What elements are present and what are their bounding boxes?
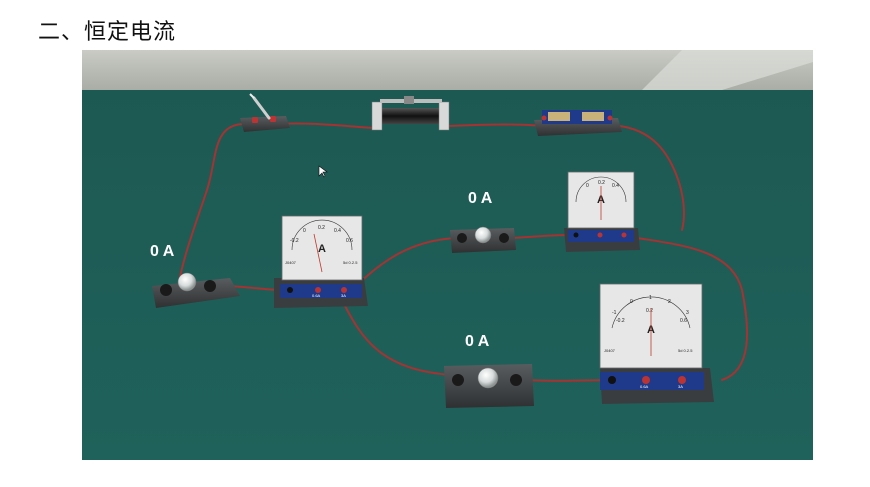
wire-switch-left bbox=[177, 123, 243, 289]
svg-text:2: 2 bbox=[668, 299, 671, 305]
svg-text:-1: -1 bbox=[612, 310, 617, 316]
svg-text:3: 3 bbox=[686, 310, 689, 316]
bulb-top bbox=[474, 226, 492, 244]
svg-text:0.6A: 0.6A bbox=[312, 293, 321, 298]
svg-text:3A: 3A bbox=[678, 384, 683, 389]
bulb-top-board[interactable] bbox=[450, 226, 516, 253]
svg-text:3A: 3A bbox=[341, 293, 346, 298]
bulb-bottom-current: 0 A bbox=[465, 333, 490, 350]
wall-highlight bbox=[642, 50, 813, 90]
rheostat[interactable] bbox=[371, 96, 450, 131]
knife-switch[interactable] bbox=[240, 93, 290, 132]
page-title: 二、恒定电流 bbox=[38, 20, 177, 45]
svg-text:0.4: 0.4 bbox=[334, 228, 341, 234]
bulb-bottom-board[interactable] bbox=[444, 364, 534, 408]
svg-text:1: 1 bbox=[649, 295, 652, 301]
circuit-scene: 0 A 0 A 0 A -0.2 0 0.2 0.4 0.6 A J0407 5… bbox=[82, 50, 813, 460]
wire-battery-right bbox=[619, 125, 685, 231]
wire-ammeter1-bottombulb bbox=[341, 299, 453, 376]
svg-text:0.4: 0.4 bbox=[612, 183, 619, 189]
svg-text:-0.2: -0.2 bbox=[290, 238, 299, 244]
svg-text:A: A bbox=[318, 243, 326, 255]
wire-ammeter2-right bbox=[636, 237, 749, 381]
svg-text:5d 0.2.5: 5d 0.2.5 bbox=[678, 348, 693, 353]
svg-text:5d 0.2.5: 5d 0.2.5 bbox=[343, 260, 358, 265]
bulb-left-current: 0 A bbox=[150, 243, 175, 260]
svg-text:0.6: 0.6 bbox=[680, 318, 687, 324]
svg-text:0.6A: 0.6A bbox=[640, 384, 649, 389]
ammeter-1[interactable]: -0.2 0 0.2 0.4 0.6 A J0407 5d 0.2.5 0.6A… bbox=[274, 215, 368, 308]
svg-text:J0407: J0407 bbox=[604, 348, 616, 353]
svg-text:0: 0 bbox=[586, 183, 589, 189]
bulb-left bbox=[177, 272, 197, 292]
svg-text:-0.2: -0.2 bbox=[616, 318, 625, 324]
svg-text:0.2: 0.2 bbox=[318, 225, 325, 231]
svg-text:J0407: J0407 bbox=[285, 260, 297, 265]
svg-text:0: 0 bbox=[303, 228, 306, 234]
battery-box bbox=[534, 110, 622, 136]
svg-text:0: 0 bbox=[630, 299, 633, 305]
svg-text:0.2: 0.2 bbox=[646, 308, 653, 314]
bulb-top-current: 0 A bbox=[468, 190, 493, 207]
ammeter-3[interactable]: -1 0 1 2 3 -0.2 0.2 0.6 A J0407 5d 0.2.5… bbox=[599, 283, 714, 404]
mouse-cursor-icon bbox=[318, 165, 328, 178]
svg-text:0.2: 0.2 bbox=[598, 180, 605, 186]
bulb-left-board[interactable] bbox=[152, 272, 240, 308]
bulb-bottom bbox=[477, 367, 499, 389]
ammeter-2[interactable]: 0 0.2 0.4 A bbox=[564, 171, 640, 252]
svg-text:0.6: 0.6 bbox=[346, 238, 353, 244]
